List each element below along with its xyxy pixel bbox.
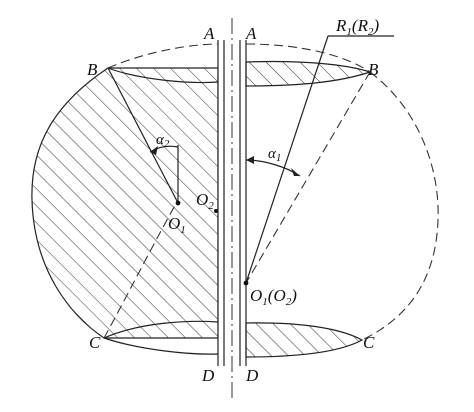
label-O2-left: O2: [196, 190, 214, 212]
label-B-left: B: [87, 60, 98, 79]
alpha1-arrowhead: [291, 168, 300, 176]
label-A-left: A: [203, 24, 215, 43]
label-A-right: A: [245, 24, 257, 43]
label-B-right: B: [368, 60, 379, 79]
left-bottom-ellipse-lower: [103, 337, 219, 355]
right-radius-line: [245, 35, 329, 284]
label-D-right: D: [245, 366, 259, 385]
left-shaft: [218, 40, 224, 366]
alpha1-arc: [245, 159, 301, 177]
label-D-left: D: [201, 366, 215, 385]
left-top-ellipse-arc: [107, 67, 219, 84]
label-alpha1: α1: [268, 146, 281, 164]
o2-point: [214, 209, 218, 213]
label-O1-left: O1: [168, 214, 186, 236]
label-C-left: C: [89, 333, 101, 352]
label-C-right: C: [363, 333, 375, 352]
o1-point: [175, 200, 181, 206]
right-top-dashed-arc: [245, 43, 371, 73]
right-dashed-radius: [245, 71, 371, 284]
left-bottom-ellipse: [103, 320, 219, 339]
o1-o2-point: [243, 280, 249, 286]
left-top-dashed-arc: [107, 43, 219, 69]
right-outer-dashed-arc: [361, 71, 439, 341]
alpha1-arrowhead-left: [246, 156, 254, 164]
right-bottom-hatched-lens: [245, 322, 364, 358]
label-R1-R2: R1(R2): [335, 16, 379, 38]
left-dashed-chord: [103, 199, 179, 339]
left-hatched-body: [31, 67, 219, 339]
label-O1-O2-right: O1(O2): [250, 286, 297, 308]
right-top-hatched-lens: [245, 60, 372, 87]
alpha2-arrowhead: [150, 146, 158, 155]
left-radius-line: [107, 67, 179, 204]
label-alpha2: α2: [156, 132, 170, 150]
